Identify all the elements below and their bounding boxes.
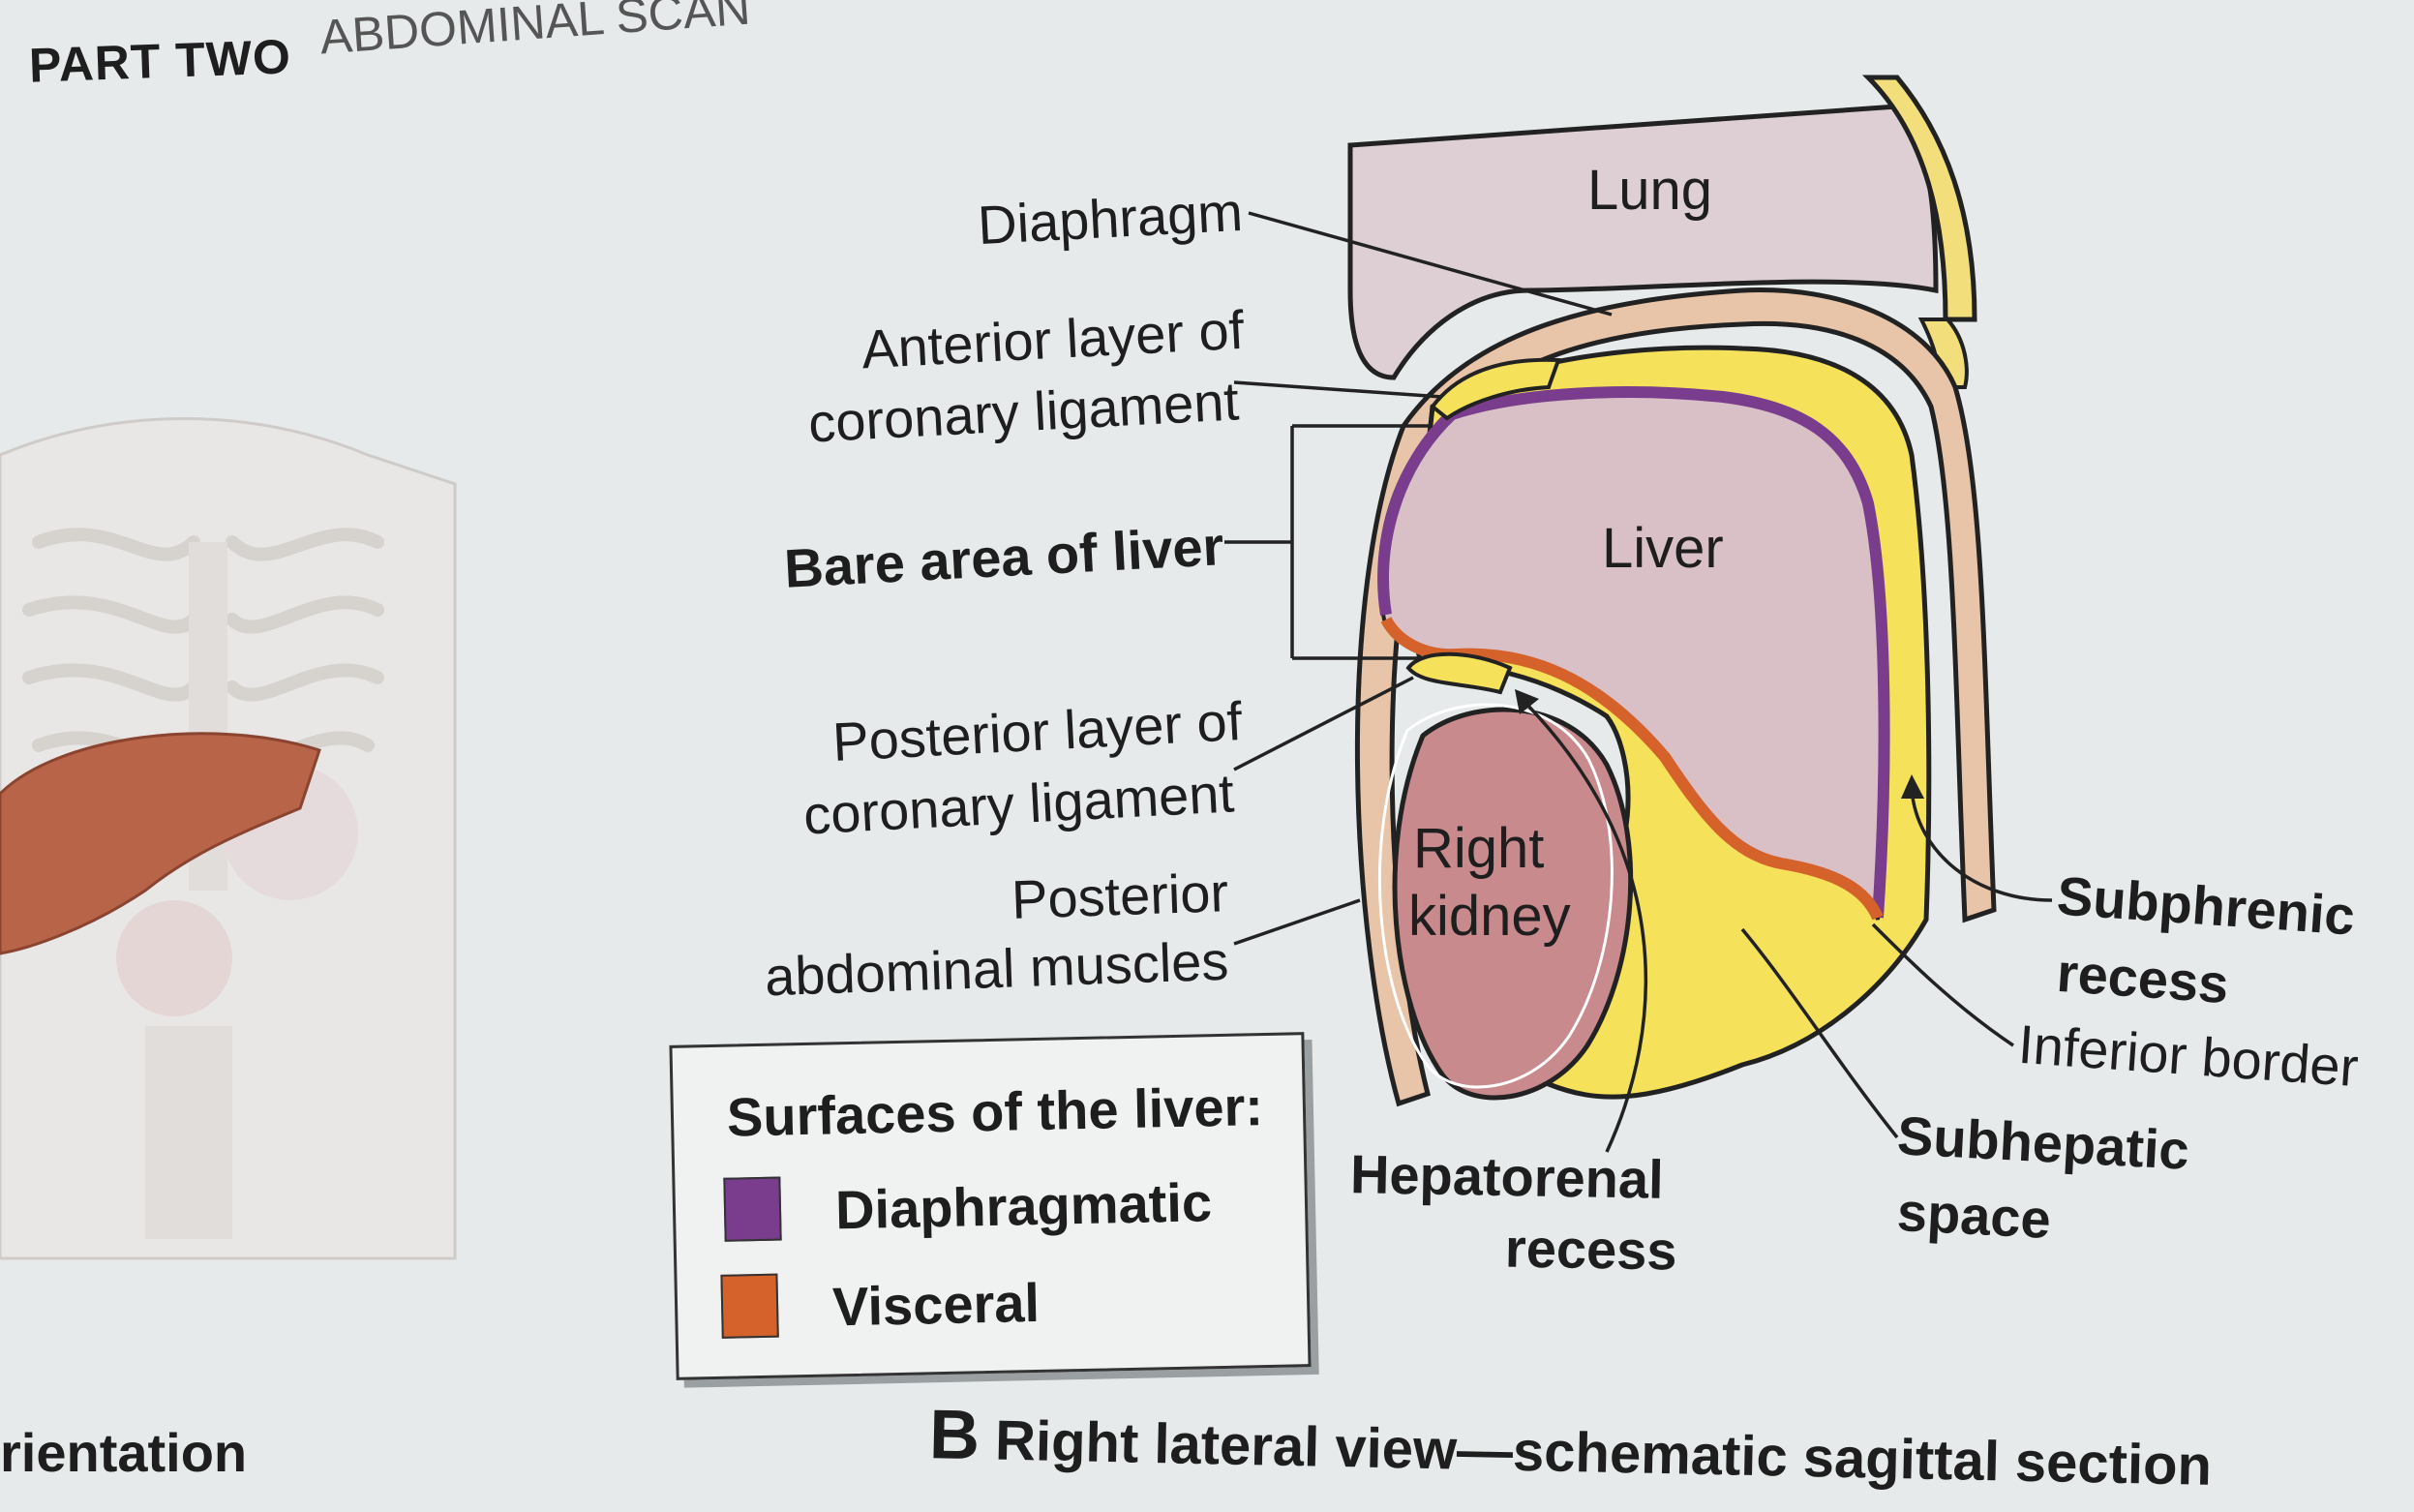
label-subphrenic-2: recess [2055, 943, 2230, 1014]
legend-swatch-visceral [720, 1274, 778, 1339]
legend: Surfaces of the liver: Diaphragmatic Vis… [669, 1032, 1311, 1380]
label-lung: Lung [1587, 160, 1712, 222]
legend-swatch-diaphragmatic [723, 1177, 781, 1242]
label-subhepatic-2: space [1895, 1182, 2052, 1250]
leader-posterior-muscles [1234, 900, 1360, 944]
label-posterior-muscles-1: Posterior [1011, 862, 1229, 929]
legend-item-diaphragmatic: Diaphragmatic [834, 1170, 1212, 1241]
legend-title: Surfaces of the liver: [726, 1074, 1263, 1149]
orientation-label: rientation [0, 1421, 247, 1484]
label-kidney-1: Right [1413, 818, 1544, 880]
label-hepatorenal-2: recess [1504, 1218, 1677, 1281]
label-liver: Liver [1602, 518, 1724, 580]
legend-item-visceral: Visceral [831, 1271, 1040, 1338]
label-hepatorenal-1: Hepatorenal [1349, 1144, 1664, 1209]
label-kidney-2: kidney [1408, 886, 1571, 948]
leader-anterior-coronary [1234, 382, 1442, 397]
caption-letter: B [928, 1396, 981, 1474]
